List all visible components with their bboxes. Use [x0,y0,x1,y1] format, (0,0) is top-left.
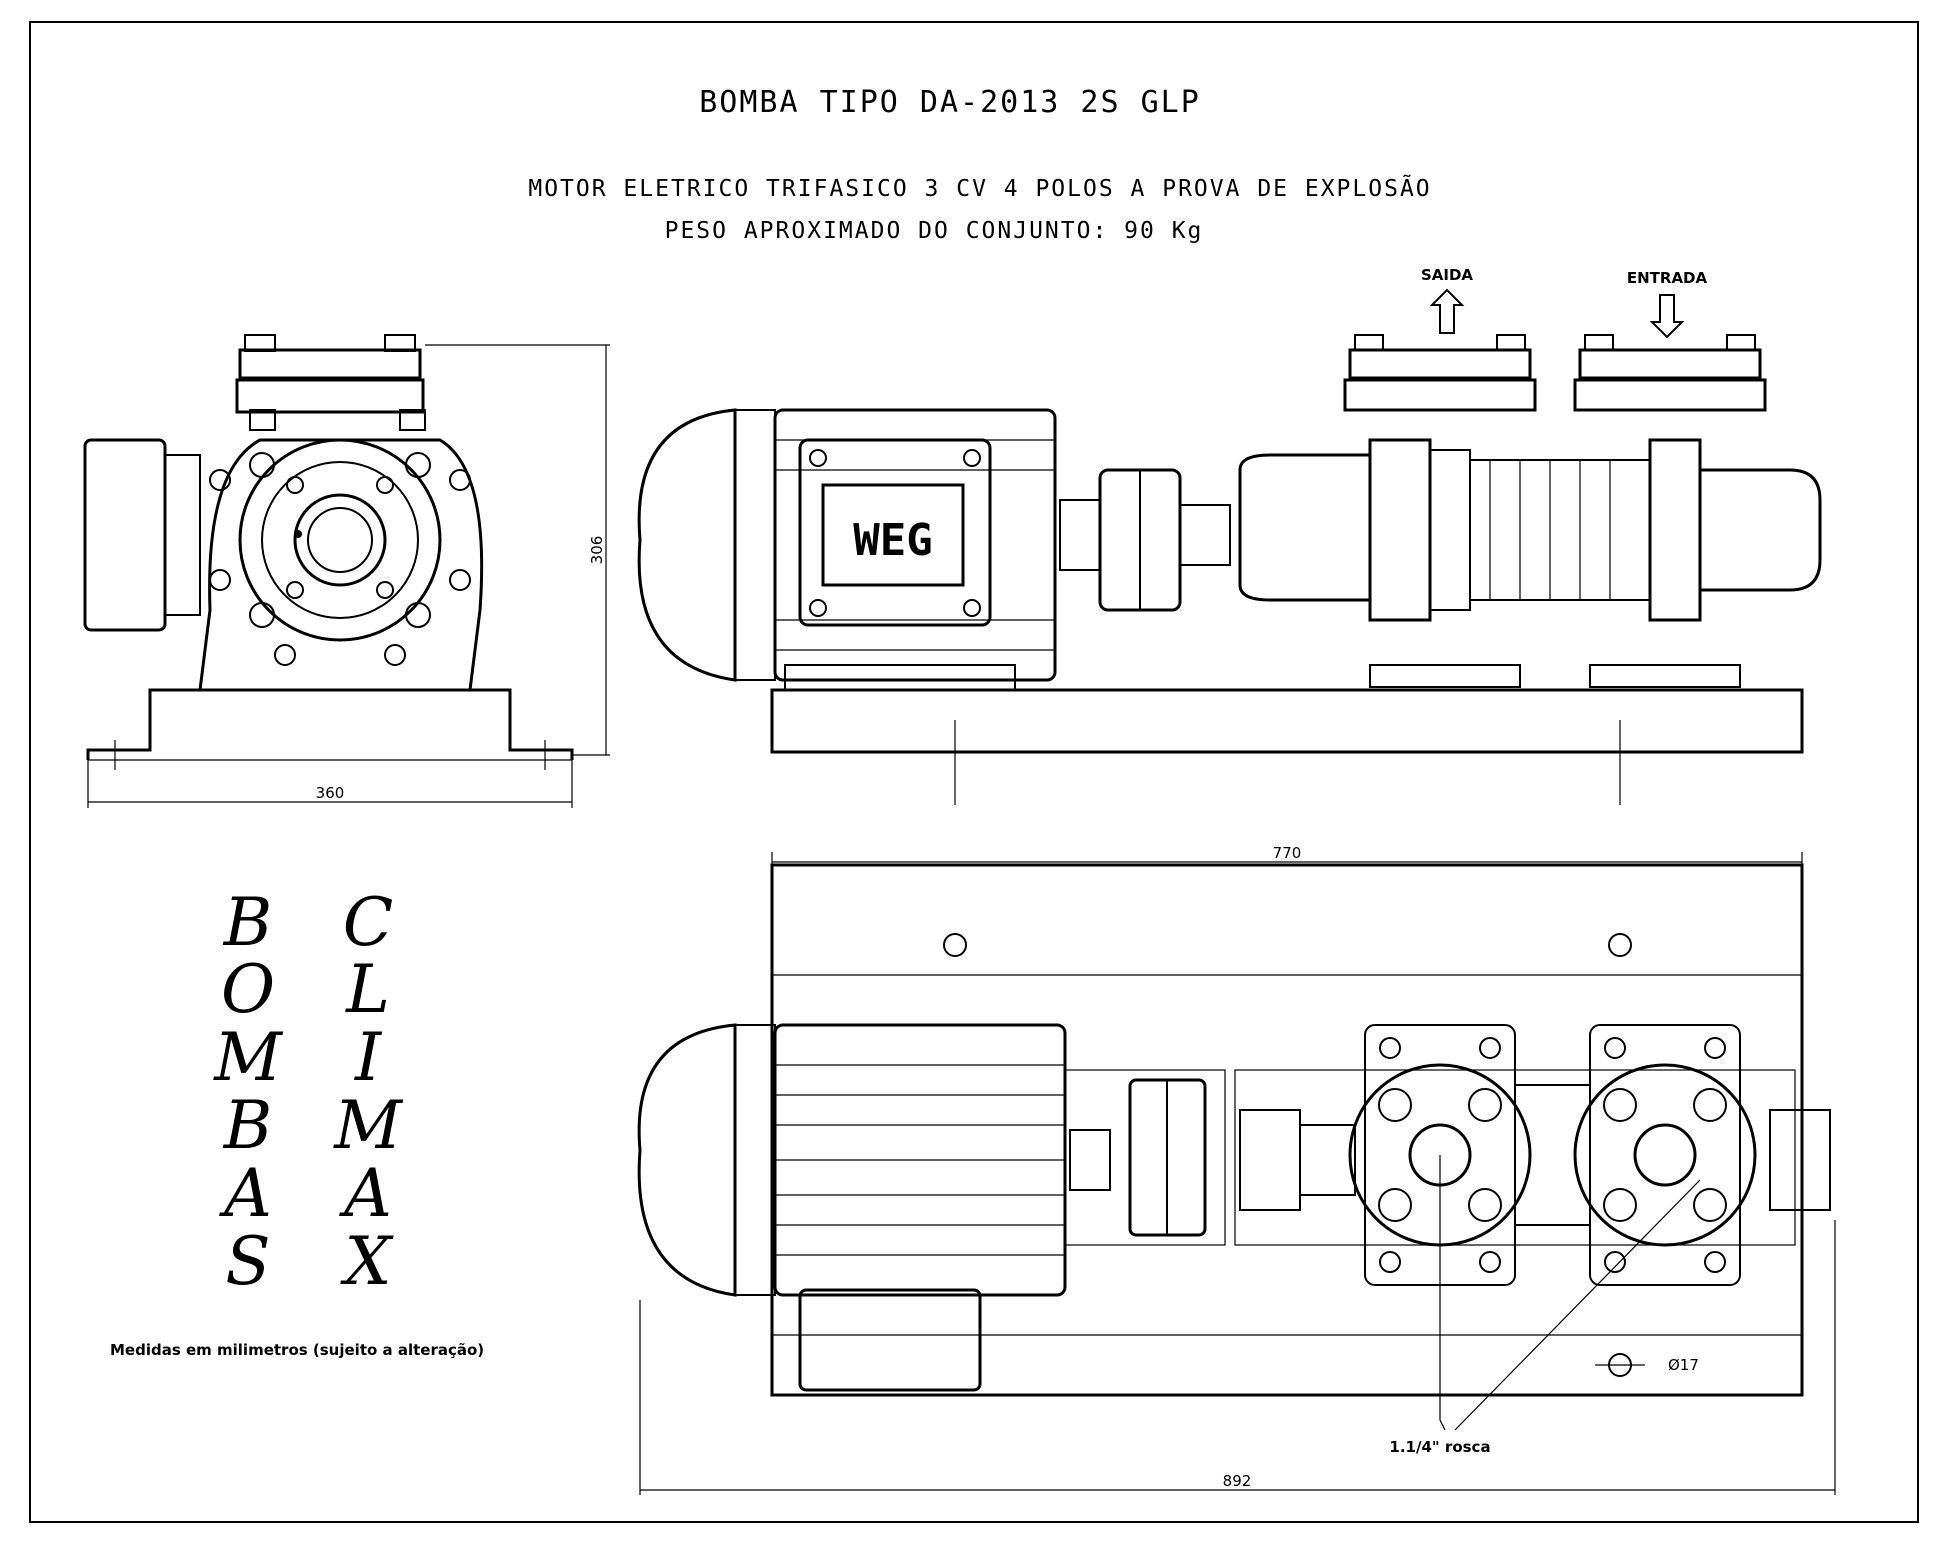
side-view: WEG SA [637,266,1822,805]
drawing-border [29,21,1919,1523]
motor-spec-line: MOTOR ELETRICO TRIFASICO 3 CV 4 POLOS A … [528,174,1431,202]
logo-letter-i: I [354,1019,383,1096]
dim-end-height: 306 [588,536,606,565]
label-entrada: ENTRADA [1627,269,1708,287]
logo-letter-a1: A [218,1155,272,1232]
logo-letter-m2: M [333,1087,403,1164]
dim-base-length: 770 [1273,844,1302,862]
dim-overall-length: 892 [1223,1472,1252,1490]
logo-letter-s: S [225,1223,270,1300]
logo-letter-l: L [345,951,390,1028]
logo-letter-b1: B [223,884,273,961]
label-hole-diameter: Ø17 [1668,1356,1699,1374]
top-view: Ø17 [637,844,1836,1495]
label-thread-size: 1.1/4" rosca [1389,1438,1490,1456]
company-logo: B O M B A S C L I M A X [213,884,403,1300]
end-view: 306 360 [83,334,610,808]
logo-letter-b2: B [223,1087,273,1164]
motor-brand-logo: WEG [853,515,932,566]
weight-spec-line: PESO APROXIMADO DO CONJUNTO: 90 Kg [665,218,1204,244]
dim-end-width: 360 [316,784,345,802]
logo-letter-x: X [340,1223,395,1300]
label-saida: SAIDA [1421,266,1473,284]
units-note: Medidas em milimetros (sujeito a alteraç… [110,1341,484,1359]
logo-letter-c: C [343,884,394,961]
logo-letter-a2: A [338,1155,392,1232]
logo-letter-o: O [221,951,275,1028]
logo-letter-m1: M [213,1019,283,1096]
drawing-title: BOMBA TIPO DA-2013 2S GLP [699,85,1201,120]
